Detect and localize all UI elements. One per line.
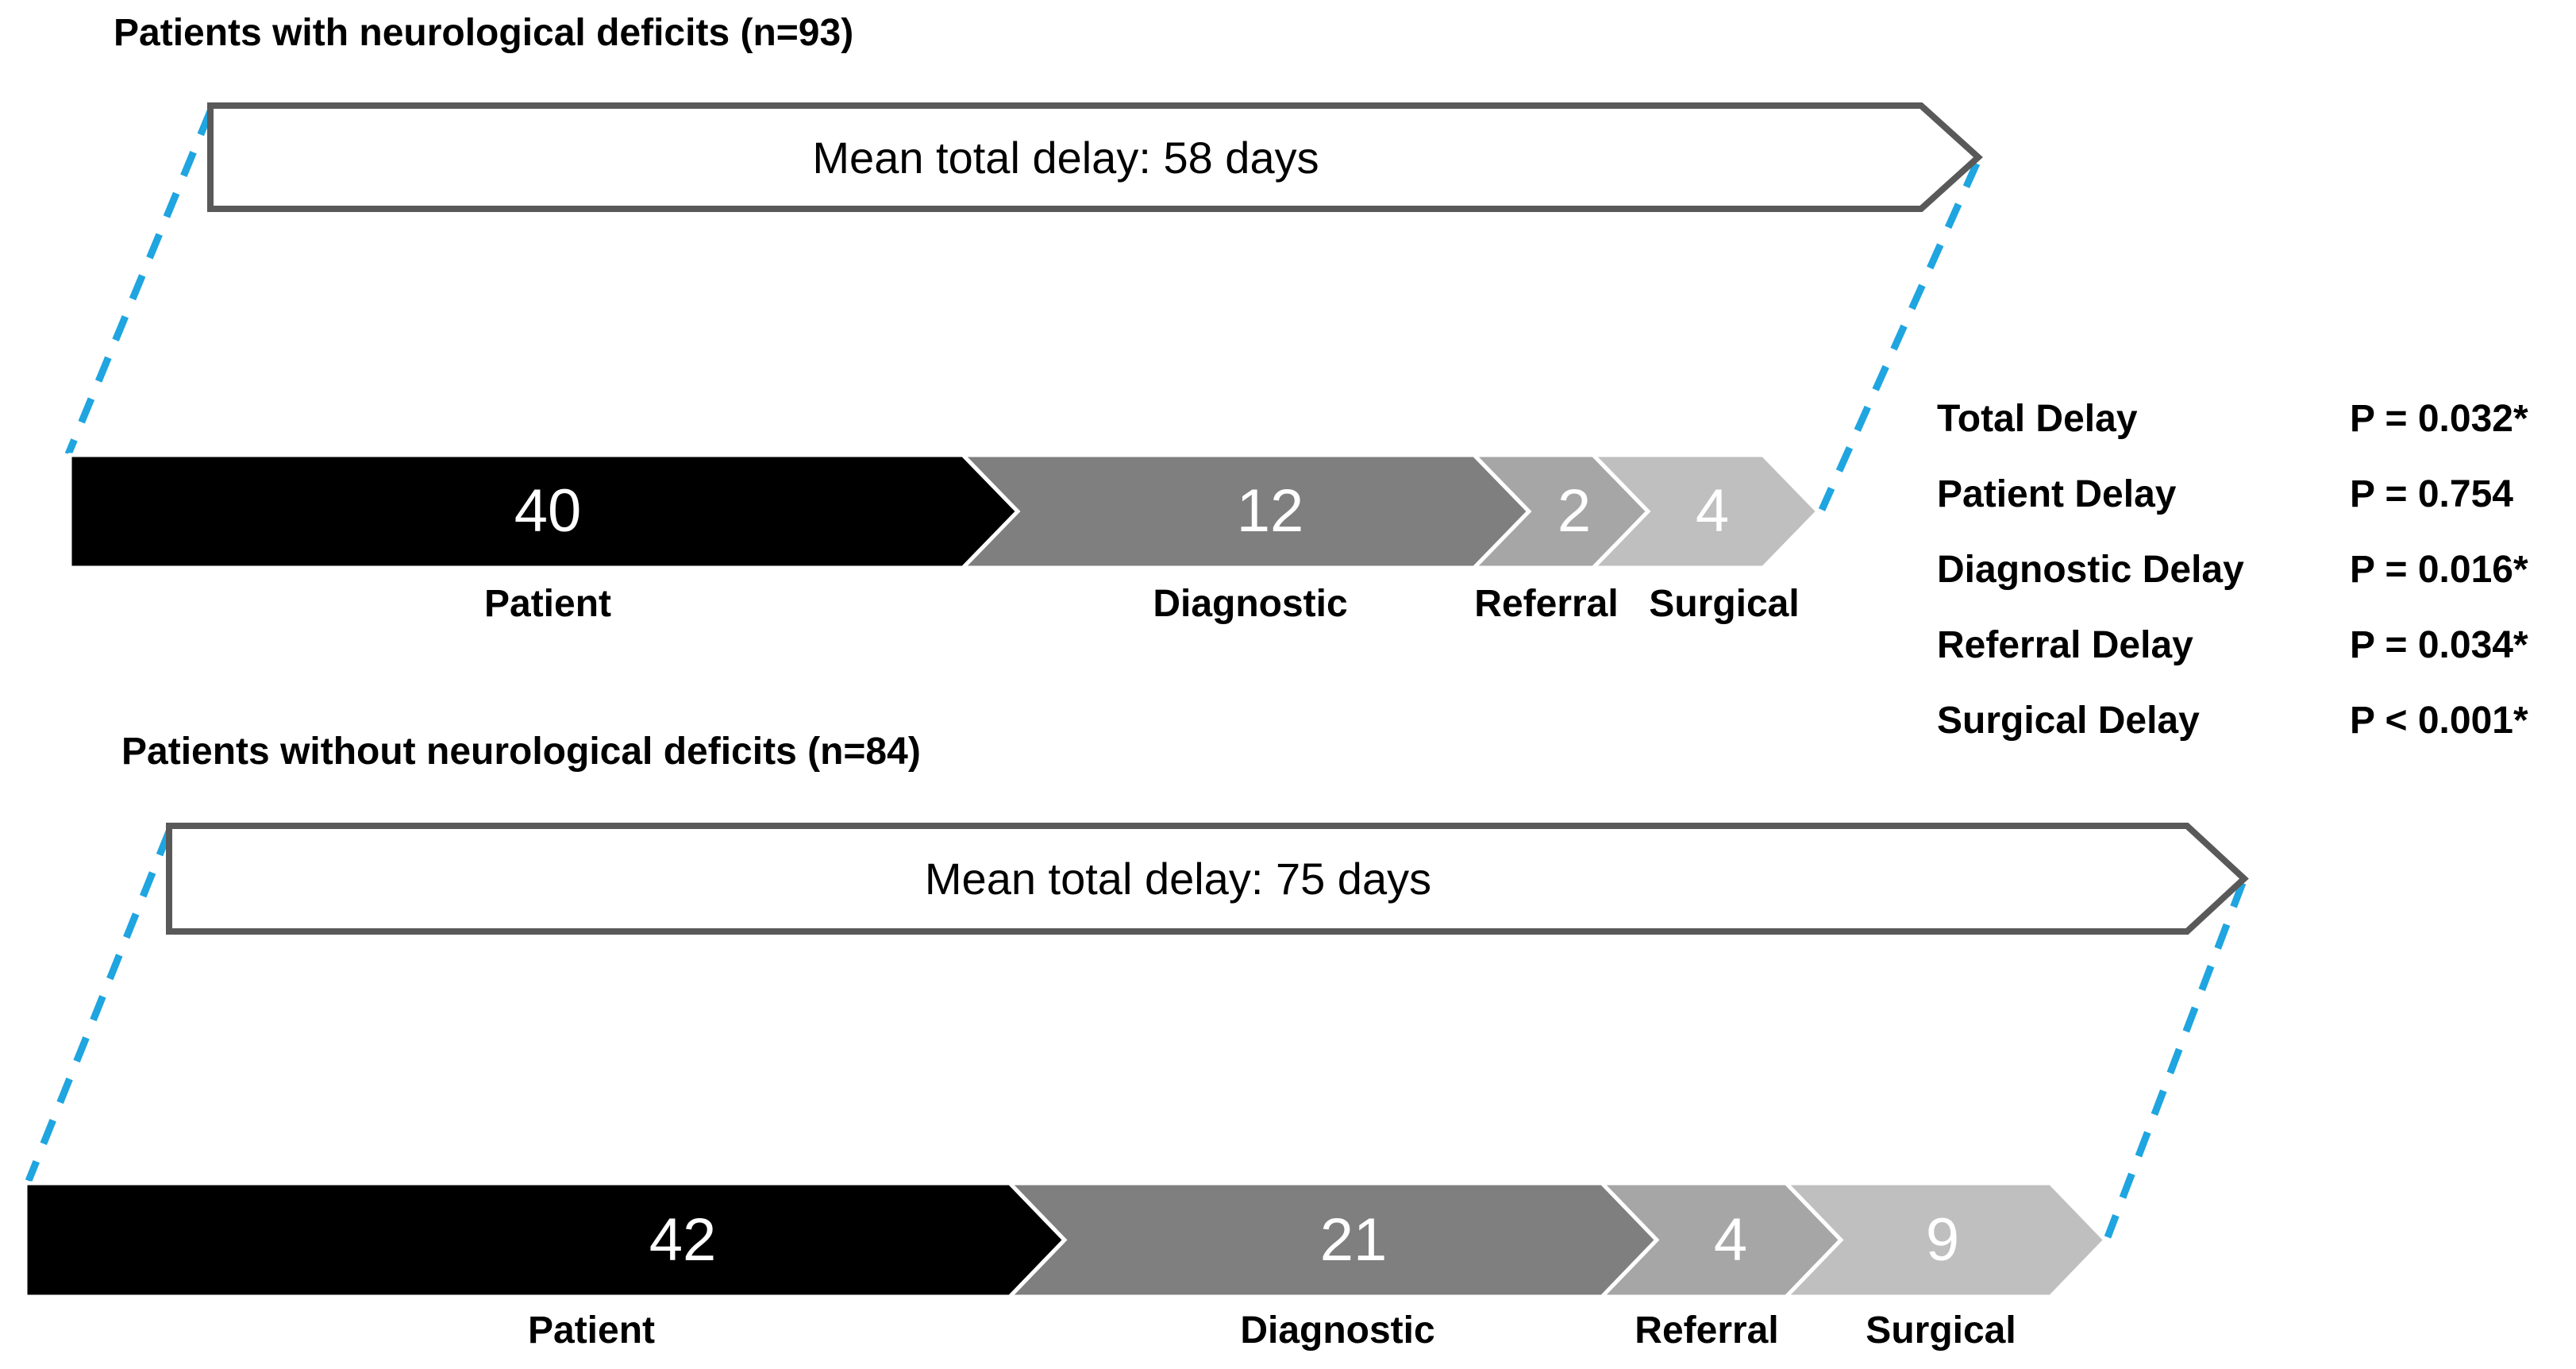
segment-days-value: 12 — [1236, 477, 1304, 545]
connector-dash-line — [2104, 881, 2247, 1239]
segment-label-diagnostic: Diagnostic — [1153, 583, 1348, 625]
legend-label-referral-delay: Referral Delay — [1937, 624, 2193, 666]
segment-label-patient: Patient — [527, 1309, 656, 1352]
legend-label-diagnostic-delay: Diagnostic Delay — [1937, 549, 2244, 591]
mean-total-delay-banner-arrow — [207, 102, 1983, 212]
legend-label-total-delay: Total Delay — [1937, 398, 2138, 440]
segment-days-value: 21 — [1319, 1205, 1388, 1274]
segment-label-referral: Referral — [1635, 1309, 1779, 1352]
segment-days-value: 4 — [1695, 477, 1730, 545]
legend-value-referral-delay: P = 0.034* — [2350, 624, 2528, 666]
segment-days-value: 2 — [1557, 477, 1592, 545]
legend-value-total-delay: P = 0.032* — [2350, 398, 2528, 440]
segment-days-value: 40 — [514, 477, 582, 545]
segment-label-surgical: Surgical — [1866, 1309, 2016, 1352]
segment-arrow-patient — [23, 1181, 1068, 1299]
segment-arrow-surgical — [1588, 453, 1821, 570]
segment-label-surgical: Surgical — [1649, 583, 1800, 625]
segment-arrow-surgical — [1781, 1181, 2108, 1299]
segment-days-value: 9 — [1925, 1205, 1960, 1274]
connector-dash-line — [25, 830, 173, 1182]
mean-total-delay-banner-arrow — [166, 823, 2249, 935]
segment-label-referral: Referral — [1474, 583, 1619, 625]
diagram2-banner-text: Mean total delay: 75 days — [924, 854, 1432, 904]
segment-label-diagnostic: Diagnostic — [1240, 1309, 1435, 1352]
legend-value-surgical-delay: P < 0.001* — [2350, 700, 2528, 742]
legend-value-patient-delay: P = 0.754 — [2350, 473, 2513, 515]
connector-dash-line — [1818, 162, 1981, 511]
p-value-legend: Total Delay P = 0.032* Patient Delay P =… — [1937, 397, 2528, 774]
legend-label-surgical-delay: Surgical Delay — [1937, 700, 2200, 742]
connector-dash-line — [64, 110, 214, 456]
diagram1-title: Patients with neurological deficits (n=9… — [114, 12, 854, 54]
legend-value-diagnostic-delay: P = 0.016* — [2350, 549, 2528, 591]
diagram2-title: Patients without neurological deficits (… — [121, 731, 921, 773]
diagram1-banner-text: Mean total delay: 58 days — [812, 132, 1319, 183]
legend-label-patient-delay: Patient Delay — [1937, 473, 2177, 515]
segment-label-patient: Patient — [483, 583, 612, 625]
segment-days-value: 4 — [1713, 1205, 1748, 1274]
segment-days-value: 42 — [649, 1205, 717, 1274]
